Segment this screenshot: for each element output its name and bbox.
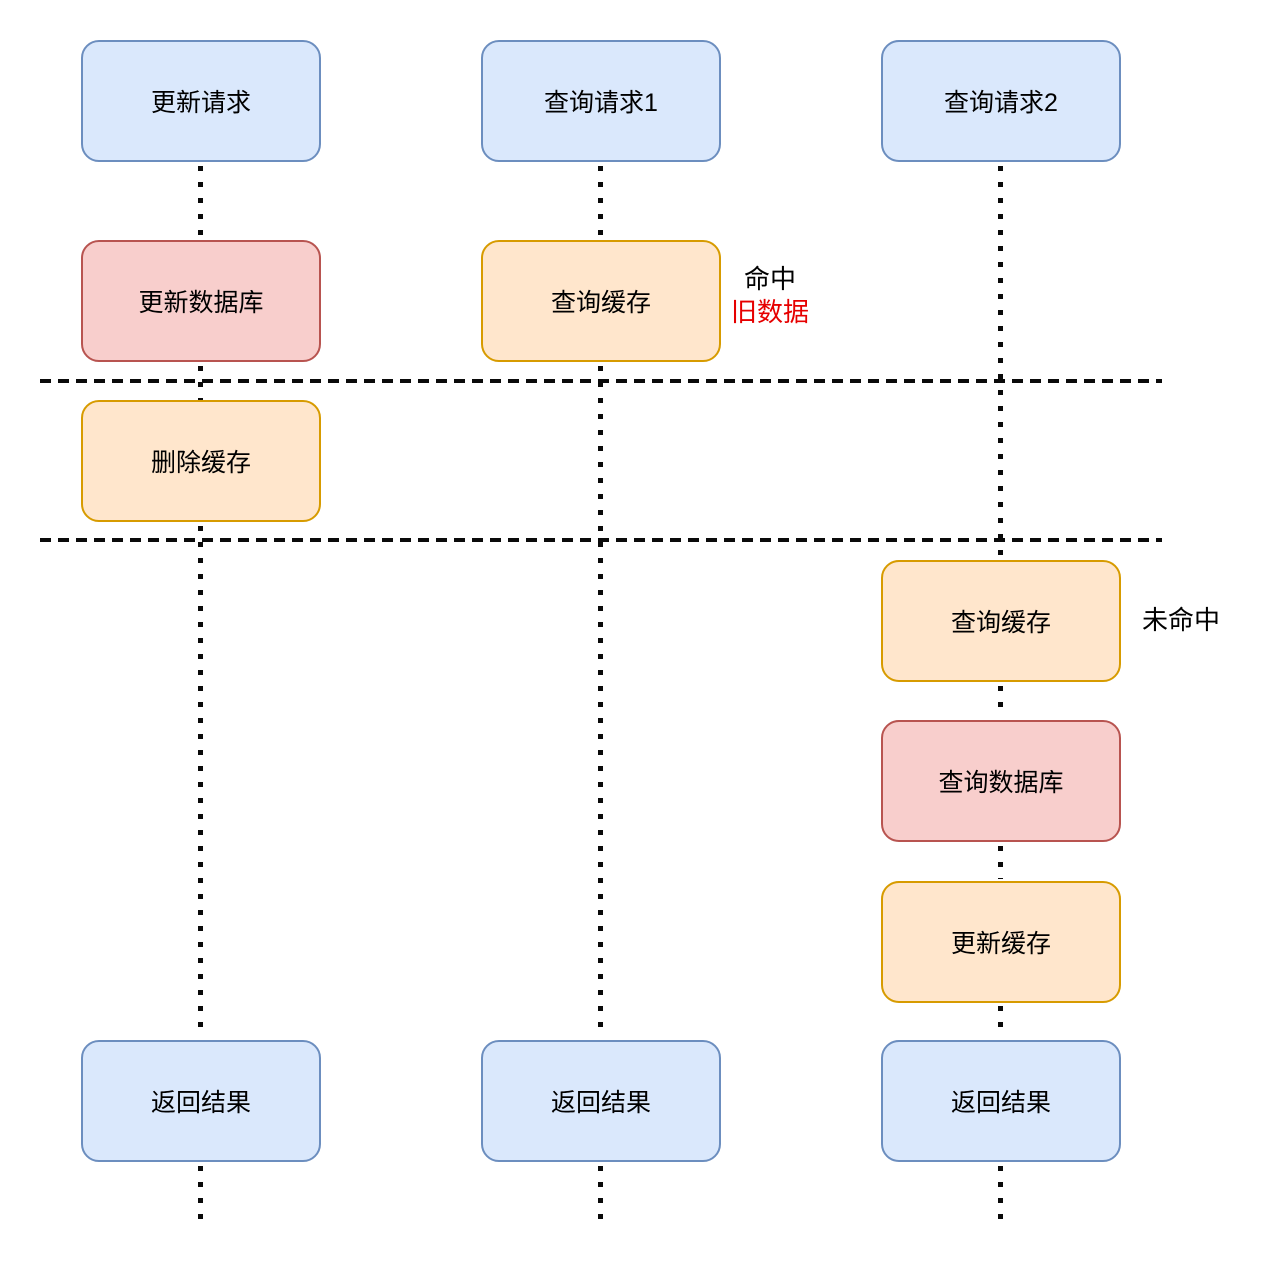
node-query-cache-1: 查询缓存 bbox=[481, 240, 721, 362]
node-label: 更新缓存 bbox=[950, 930, 1051, 958]
lifeline-update-request-segment-2 bbox=[198, 366, 203, 400]
node-query-request-1: 查询请求1 bbox=[481, 40, 721, 162]
lifeline-query1-segment-2 bbox=[598, 366, 603, 1038]
node-label: 查询数据库 bbox=[938, 769, 1064, 797]
node-return-result-1: 返回结果 bbox=[81, 1040, 321, 1162]
node-label: 查询请求2 bbox=[944, 89, 1058, 117]
node-label: 查询请求1 bbox=[544, 89, 658, 117]
annotation-hit-text: 命中 bbox=[743, 264, 796, 294]
node-label: 更新请求 bbox=[150, 89, 251, 117]
node-label: 返回结果 bbox=[950, 1089, 1051, 1117]
node-update-database: 更新数据库 bbox=[81, 240, 321, 362]
node-query-cache-2: 查询缓存 bbox=[881, 560, 1121, 682]
lifeline-query1-segment-3 bbox=[598, 1166, 603, 1229]
annotation-miss-text: 未命中 bbox=[1142, 605, 1221, 635]
node-update-request: 更新请求 bbox=[81, 40, 321, 162]
lifeline-update-request-segment-1 bbox=[198, 166, 203, 238]
node-label: 查询缓存 bbox=[550, 289, 651, 317]
node-query-request-2: 查询请求2 bbox=[881, 40, 1121, 162]
node-label: 查询缓存 bbox=[950, 609, 1051, 637]
node-label: 返回结果 bbox=[550, 1089, 651, 1117]
lifeline-update-request-segment-4 bbox=[198, 1166, 203, 1229]
lifeline-query2-segment-4 bbox=[998, 1006, 1003, 1038]
node-label: 更新数据库 bbox=[138, 289, 264, 317]
lifeline-query2-segment-3 bbox=[998, 846, 1003, 879]
node-query-database: 查询数据库 bbox=[881, 720, 1121, 842]
node-update-cache: 更新缓存 bbox=[881, 881, 1121, 1003]
node-return-result-3: 返回结果 bbox=[881, 1040, 1121, 1162]
lifeline-query2-segment-2 bbox=[998, 686, 1003, 718]
annotation-cache-hit: 命中 旧数据 bbox=[715, 263, 825, 329]
lifeline-query2-segment-1 bbox=[998, 166, 1003, 558]
node-delete-cache: 删除缓存 bbox=[81, 400, 321, 522]
node-label: 删除缓存 bbox=[150, 449, 251, 477]
annotation-cache-miss: 未命中 bbox=[1142, 604, 1220, 637]
lifeline-update-request-segment-3 bbox=[198, 526, 203, 1038]
lifeline-query1-segment-1 bbox=[598, 166, 603, 238]
node-return-result-2: 返回结果 bbox=[481, 1040, 721, 1162]
lifeline-query2-segment-5 bbox=[998, 1166, 1003, 1229]
annotation-stale-data-text: 旧数据 bbox=[730, 297, 809, 327]
node-label: 返回结果 bbox=[150, 1089, 251, 1117]
